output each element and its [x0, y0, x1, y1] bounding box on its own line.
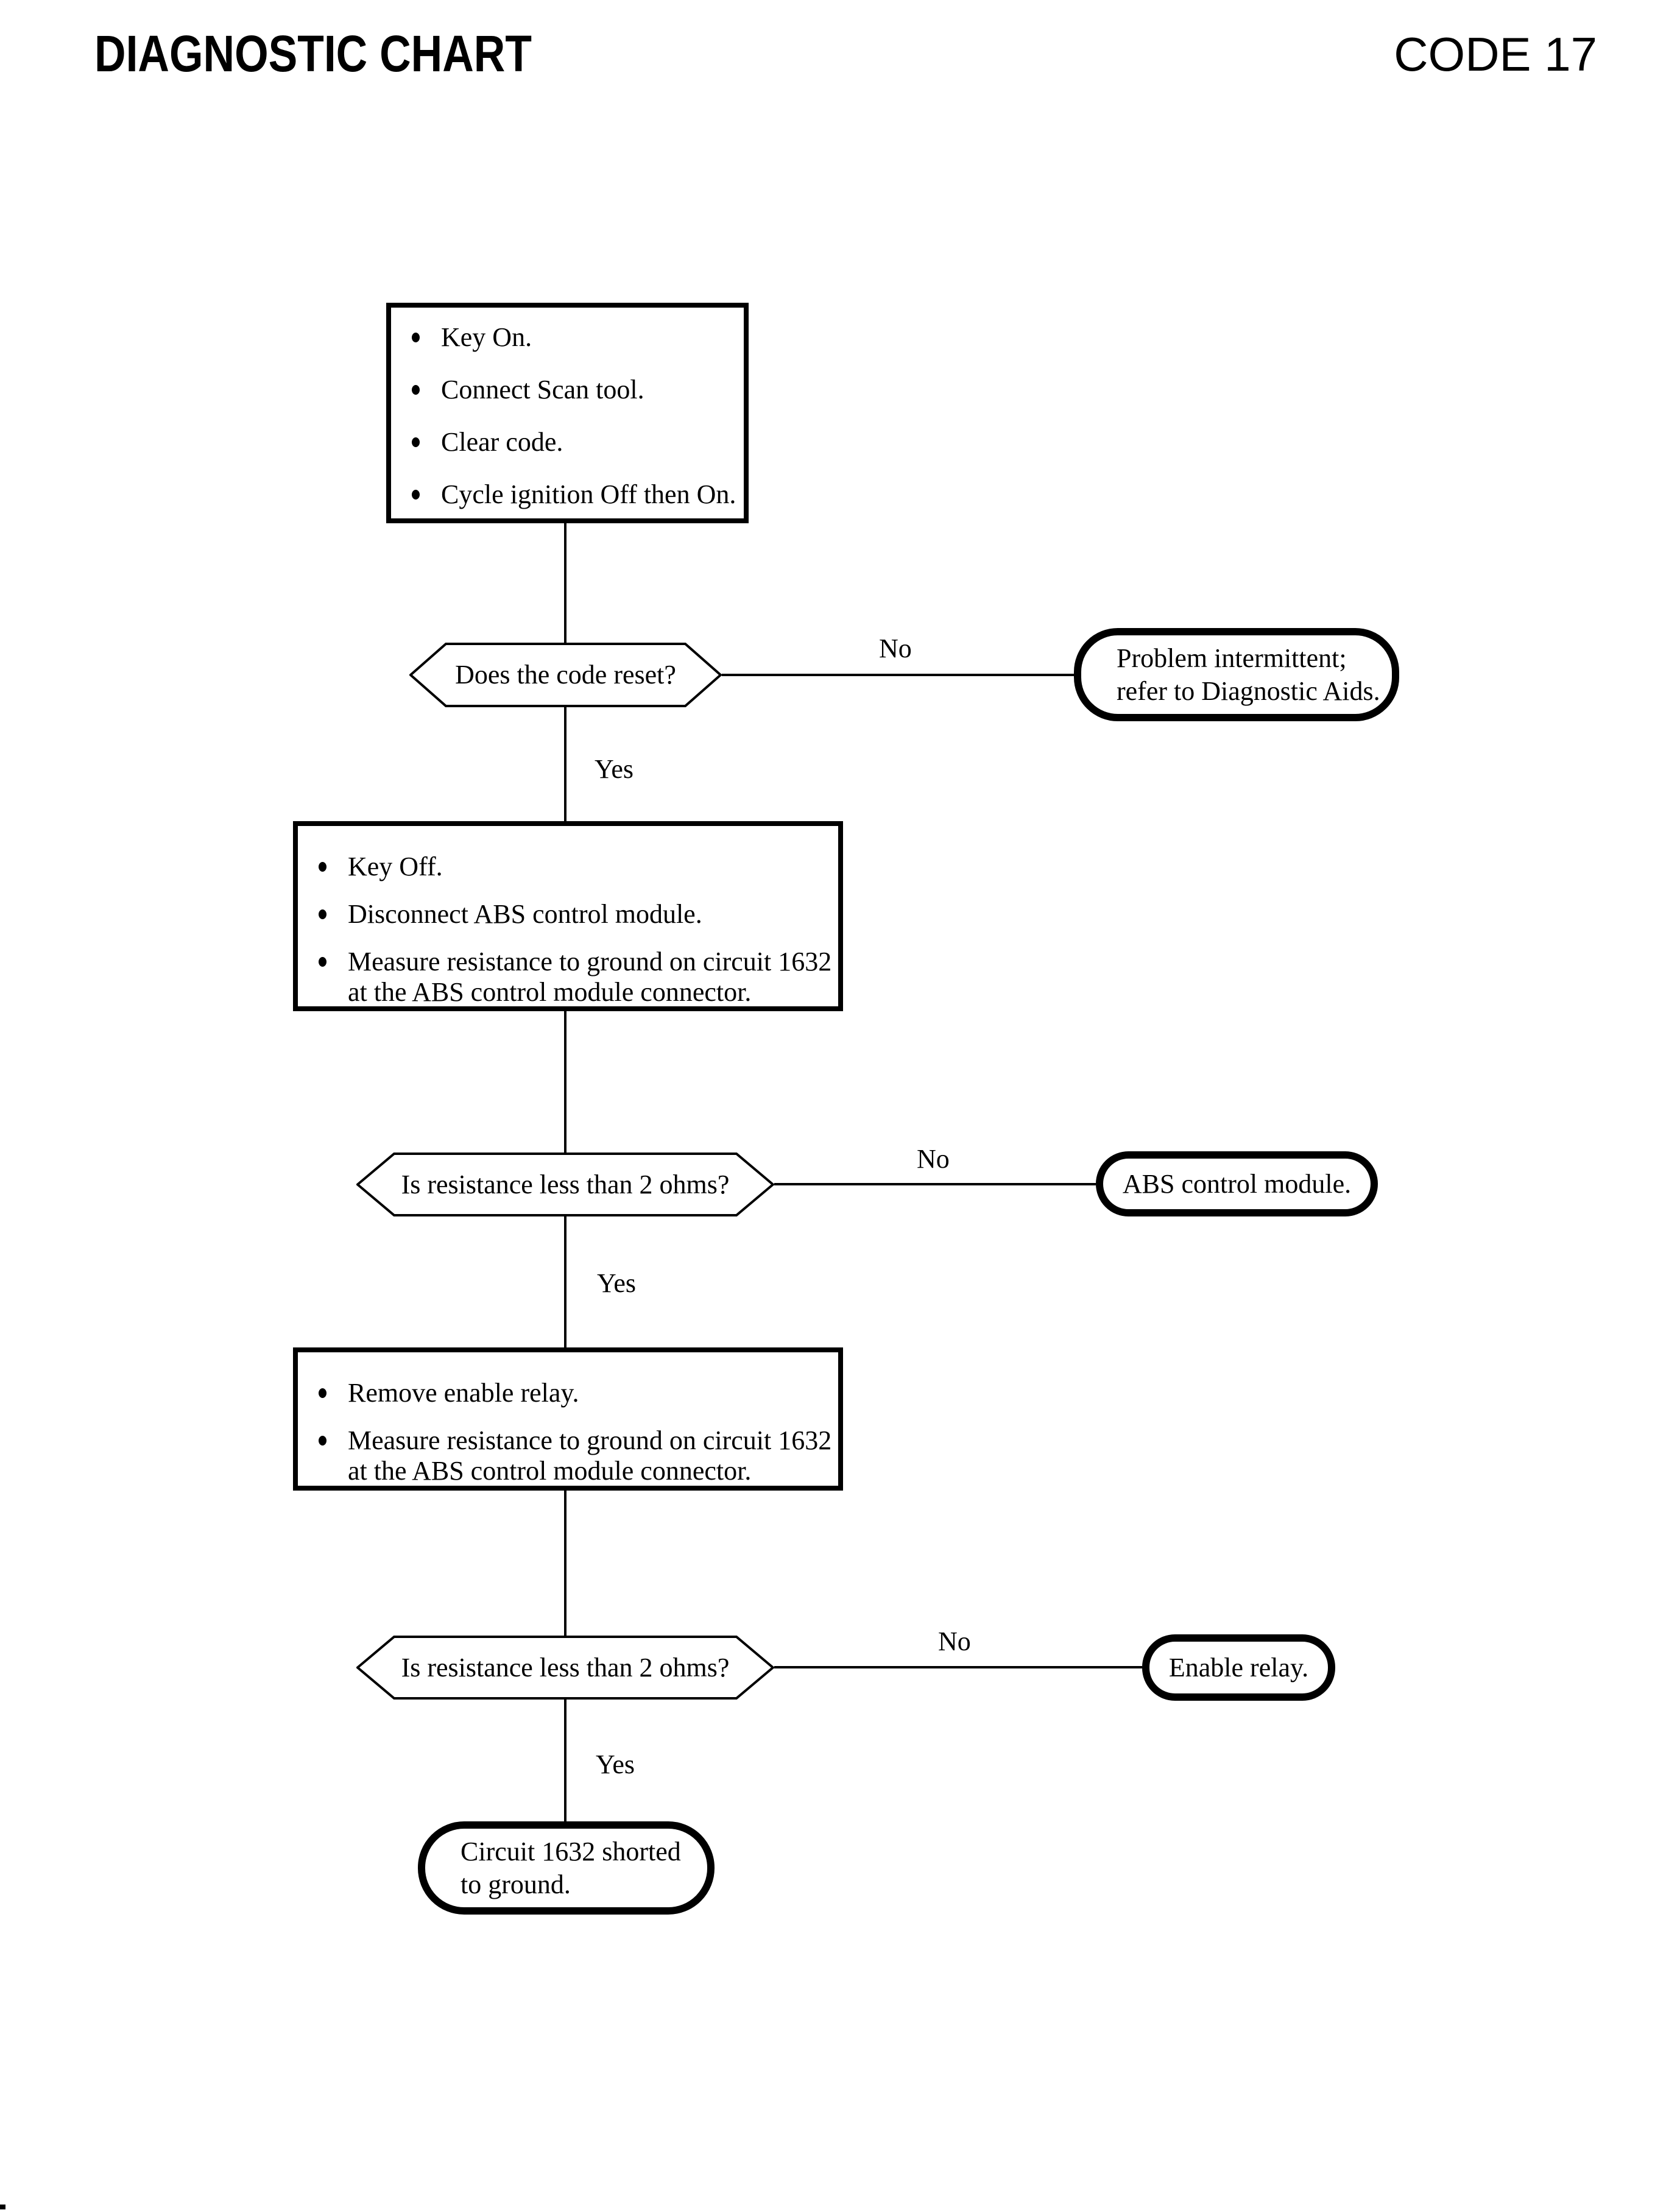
list-item: Cycle ignition Off then On. — [391, 479, 744, 510]
decision-resistance-2: Is resistance less than 2 ohms? — [356, 1636, 774, 1700]
connector-decision3-yes — [564, 1700, 566, 1821]
bullet-icon — [319, 862, 326, 872]
outcome-line: to ground. — [461, 1869, 571, 1899]
connector-step2-decision2 — [564, 1011, 566, 1153]
bullet-icon — [319, 1436, 326, 1446]
list-item-line: Disconnect ABS control module. — [348, 899, 702, 929]
label-yes-3: Yes — [596, 1749, 635, 1779]
list-item-line: Remove enable relay. — [348, 1378, 579, 1408]
label-yes-2: Yes — [597, 1268, 637, 1298]
label-no-3: No — [938, 1626, 971, 1656]
list-item-line: Measure resistance to ground on circuit … — [348, 947, 832, 976]
scan-artifact — [0, 2205, 5, 2209]
decision-question: Is resistance less than 2 ohms? — [401, 1652, 730, 1682]
list-item-line: Measure resistance to ground on circuit … — [348, 1425, 832, 1455]
outcome-line: Problem intermittent; — [1117, 643, 1347, 673]
list-item-line: Key On. — [441, 322, 532, 352]
list-item-line: Connect Scan tool. — [441, 375, 644, 404]
decision-question: Does the code reset? — [455, 660, 676, 690]
list-item: Measure resistance to ground on circuit … — [298, 947, 838, 1008]
label-no-2: No — [917, 1144, 950, 1174]
list-item-line: Key Off. — [348, 852, 443, 881]
bullet-icon — [319, 957, 326, 967]
bullet-icon — [319, 909, 326, 919]
list-item-line: Clear code. — [441, 427, 563, 457]
outcome-enable-relay: Enable relay. — [1142, 1634, 1335, 1701]
connector-decision2-no — [774, 1183, 1096, 1185]
decision-resistance-1: Is resistance less than 2 ohms? — [356, 1153, 774, 1216]
list-item: Key Off. — [298, 852, 838, 882]
list-item: Connect Scan tool. — [391, 375, 744, 405]
hexagon-shape — [356, 1636, 774, 1700]
label-yes-1: Yes — [595, 754, 634, 784]
outcome-line: Enable relay. — [1168, 1652, 1309, 1682]
hexagon-shape — [409, 643, 722, 707]
list-item: Disconnect ABS control module. — [298, 899, 838, 930]
bullet-icon — [412, 333, 420, 342]
connector-decision2-yes — [564, 1216, 566, 1347]
outcome-line: Circuit 1632 shorted — [461, 1836, 681, 1866]
connector-step1-decision1 — [564, 523, 566, 643]
list-item: Remove enable relay. — [298, 1378, 838, 1408]
outcome-line: refer to Diagnostic Aids. — [1117, 676, 1380, 706]
bullet-icon — [412, 385, 420, 395]
bullet-icon — [412, 490, 420, 500]
connector-decision1-no — [722, 674, 1074, 676]
page-title: DIAGNOSTIC CHART — [94, 25, 532, 82]
outcome-abs-control-module: ABS control module. — [1096, 1151, 1378, 1216]
list-item: Clear code. — [391, 427, 744, 457]
hexagon-shape — [356, 1153, 774, 1216]
decision-code-reset: Does the code reset? — [409, 643, 722, 707]
list-item: Key On. — [391, 322, 744, 353]
connector-step3-decision3 — [564, 1491, 566, 1636]
page-code: CODE 17 — [1394, 27, 1597, 81]
list-item: Measure resistance to ground on circuit … — [298, 1425, 838, 1486]
outcome-circuit-shorted: Circuit 1632 shorted to ground. — [418, 1821, 715, 1915]
connector-decision3-no — [774, 1666, 1142, 1668]
list-item-line: at the ABS control module connector. — [348, 1456, 752, 1486]
decision-question: Is resistance less than 2 ohms? — [401, 1169, 730, 1199]
start-box: Key On. Connect Scan tool. Clear code. C… — [386, 303, 749, 523]
list-item-line: at the ABS control module connector. — [348, 977, 752, 1007]
outcome-line: ABS control module. — [1122, 1168, 1352, 1199]
step2-box: Key Off. Disconnect ABS control module. … — [293, 821, 843, 1011]
step3-box: Remove enable relay. Measure resistance … — [293, 1347, 843, 1491]
connector-decision1-yes — [564, 707, 566, 821]
outcome-problem-intermittent: Problem intermittent; refer to Diagnosti… — [1074, 628, 1399, 721]
bullet-icon — [412, 437, 420, 447]
label-no-1: No — [879, 634, 912, 663]
list-item-line: Cycle ignition Off then On. — [441, 479, 736, 509]
bullet-icon — [319, 1388, 326, 1398]
